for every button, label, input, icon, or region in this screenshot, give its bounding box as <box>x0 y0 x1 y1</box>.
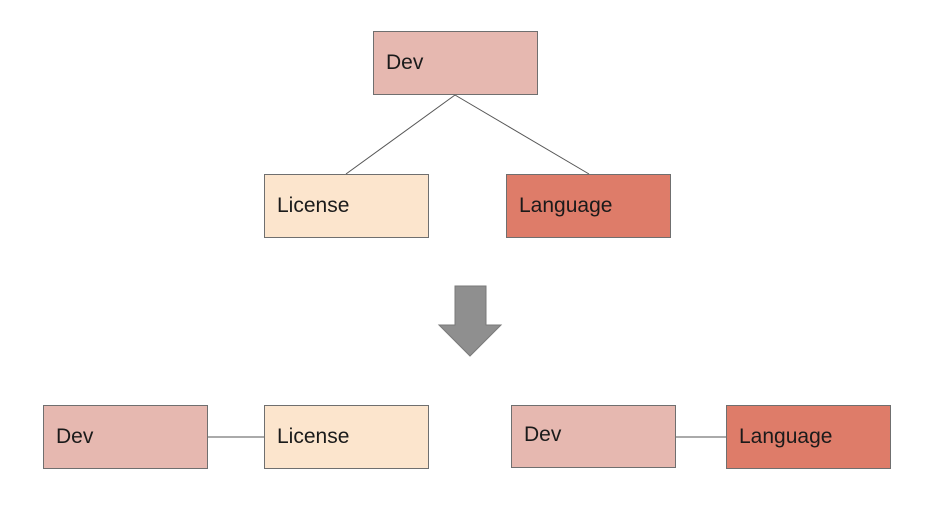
down-arrow-icon <box>437 285 503 357</box>
node-label: License <box>277 194 350 217</box>
node-dev-root: Dev <box>373 31 538 95</box>
node-label: Dev <box>524 422 562 446</box>
node-label: License <box>277 425 350 448</box>
connector-dev-license <box>345 94 456 175</box>
node-dev-pair-2: Dev <box>511 405 676 468</box>
node-label: Language <box>519 194 613 217</box>
node-label: Dev <box>386 51 424 74</box>
node-language-child: Language <box>506 174 671 238</box>
node-dev-pair-1: Dev <box>43 405 208 469</box>
node-label: Language <box>739 425 833 448</box>
node-license-child: License <box>264 174 429 238</box>
connector-dev-language <box>454 94 590 175</box>
node-license-pair-1: License <box>264 405 429 469</box>
node-label: Dev <box>56 425 94 448</box>
node-language-pair-2: Language <box>726 405 891 469</box>
